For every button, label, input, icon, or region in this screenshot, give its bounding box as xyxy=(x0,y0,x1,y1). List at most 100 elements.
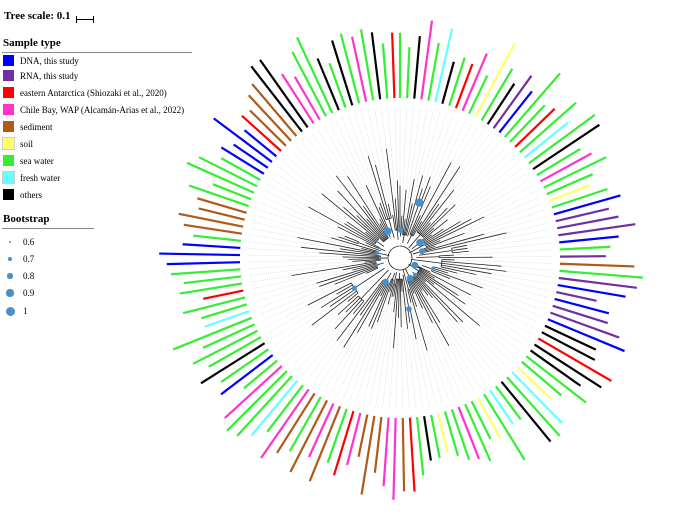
leaf-guide-line xyxy=(292,311,346,366)
terminal-branch xyxy=(336,333,343,341)
leaf-label-mark xyxy=(423,416,432,461)
internal-branch xyxy=(401,278,408,321)
leaf-label-mark xyxy=(443,411,460,457)
terminal-branch xyxy=(321,302,329,308)
leaf-guide-line xyxy=(430,271,538,323)
terminal-branch xyxy=(427,176,431,185)
leaf-guide-line xyxy=(470,294,535,329)
leaf-label-mark xyxy=(208,336,262,368)
terminal-branch xyxy=(344,235,353,240)
internal-branch xyxy=(441,260,494,266)
clade-arc xyxy=(387,245,413,271)
internal-branch xyxy=(393,222,396,231)
internal-branch xyxy=(416,273,420,277)
leaf-label-mark xyxy=(509,104,546,143)
terminal-branch xyxy=(343,206,350,213)
terminal-branch xyxy=(356,215,363,222)
leaf-label-mark xyxy=(308,405,342,482)
internal-branch xyxy=(393,284,395,290)
leaf-label-mark xyxy=(198,156,258,188)
internal-branch xyxy=(379,279,393,315)
leaf-label-mark xyxy=(220,354,274,396)
leaf-guide-line xyxy=(362,304,389,406)
terminal-branch xyxy=(365,231,373,238)
bootstrap-node-dot xyxy=(351,285,357,291)
terminal-branch xyxy=(337,226,346,231)
terminal-branch xyxy=(307,301,316,306)
internal-branch xyxy=(360,263,377,269)
leaf-guide-line xyxy=(484,190,537,218)
terminal-branch xyxy=(367,156,371,164)
terminal-branch xyxy=(418,301,423,309)
bootstrap-node-dot xyxy=(415,198,424,207)
leaf-label-mark xyxy=(398,32,402,98)
terminal-branch xyxy=(392,215,395,224)
terminal-branch xyxy=(458,299,466,305)
leaf-label-mark xyxy=(408,417,416,492)
leaf-guide-line xyxy=(261,273,367,322)
leaf-guide-line xyxy=(307,340,338,379)
leaf-label-mark xyxy=(370,32,382,100)
internal-branch xyxy=(425,219,478,246)
leaf-label-mark xyxy=(553,194,621,216)
terminal-branch xyxy=(352,267,361,271)
internal-branch xyxy=(417,271,428,280)
terminal-branch xyxy=(441,219,448,225)
internal-branch xyxy=(411,276,437,317)
terminal-branch xyxy=(366,269,374,274)
terminal-branch xyxy=(422,288,429,296)
internal-branch xyxy=(342,266,378,282)
terminal-branch xyxy=(389,284,393,292)
leaf-label-mark xyxy=(559,255,606,258)
leaf-label-mark xyxy=(251,83,298,137)
terminal-branch xyxy=(331,237,339,241)
leaf-guide-line xyxy=(256,286,320,309)
leaf-label-mark xyxy=(247,94,292,142)
internal-branch xyxy=(362,220,384,243)
terminal-branch xyxy=(436,228,444,234)
leaf-label-mark xyxy=(551,187,608,209)
leaf-guide-line xyxy=(412,109,434,204)
leaf-label-mark xyxy=(547,318,625,353)
leaf-label-mark xyxy=(543,156,607,189)
internal-branch xyxy=(409,277,430,316)
leaf-guide-line xyxy=(482,287,543,311)
terminal-branch xyxy=(427,279,435,285)
internal-branch xyxy=(404,211,411,236)
leaf-label-mark xyxy=(532,123,601,171)
internal-branch xyxy=(393,279,399,341)
terminal-branch xyxy=(311,319,319,326)
internal-branch xyxy=(343,295,359,310)
internal-branch xyxy=(403,186,414,235)
leaf-label-mark xyxy=(179,282,243,295)
leaf-guide-line xyxy=(349,322,378,402)
leaf-label-mark xyxy=(511,371,563,424)
terminal-branch xyxy=(440,270,449,274)
terminal-branch xyxy=(473,320,480,327)
terminal-branch xyxy=(321,193,329,200)
leaf-label-mark xyxy=(486,83,516,125)
internal-branch xyxy=(371,283,389,320)
terminal-branch xyxy=(338,236,347,240)
leaf-guide-line xyxy=(401,106,408,216)
leaf-label-mark xyxy=(483,393,526,461)
leaf-guide-line xyxy=(501,265,552,271)
legend-label: DNA, this study xyxy=(20,55,79,66)
internal-branch xyxy=(382,210,387,220)
internal-branch xyxy=(405,183,421,236)
internal-branch xyxy=(305,238,378,254)
terminal-branch xyxy=(459,247,468,250)
leaf-guide-line xyxy=(466,229,550,246)
terminal-branch xyxy=(458,244,467,248)
legend-swatch xyxy=(3,104,14,115)
leaf-guide-line xyxy=(313,315,361,383)
internal-branch xyxy=(419,224,442,243)
leaf-guide-line xyxy=(287,314,339,361)
internal-branch xyxy=(419,195,450,234)
legend-label: RNA, this study xyxy=(20,70,79,81)
terminal-branch xyxy=(420,175,424,184)
leaf-label-mark xyxy=(182,296,246,315)
terminal-branch xyxy=(417,283,423,291)
terminal-branch xyxy=(387,296,391,305)
leaf-guide-line xyxy=(462,321,507,367)
